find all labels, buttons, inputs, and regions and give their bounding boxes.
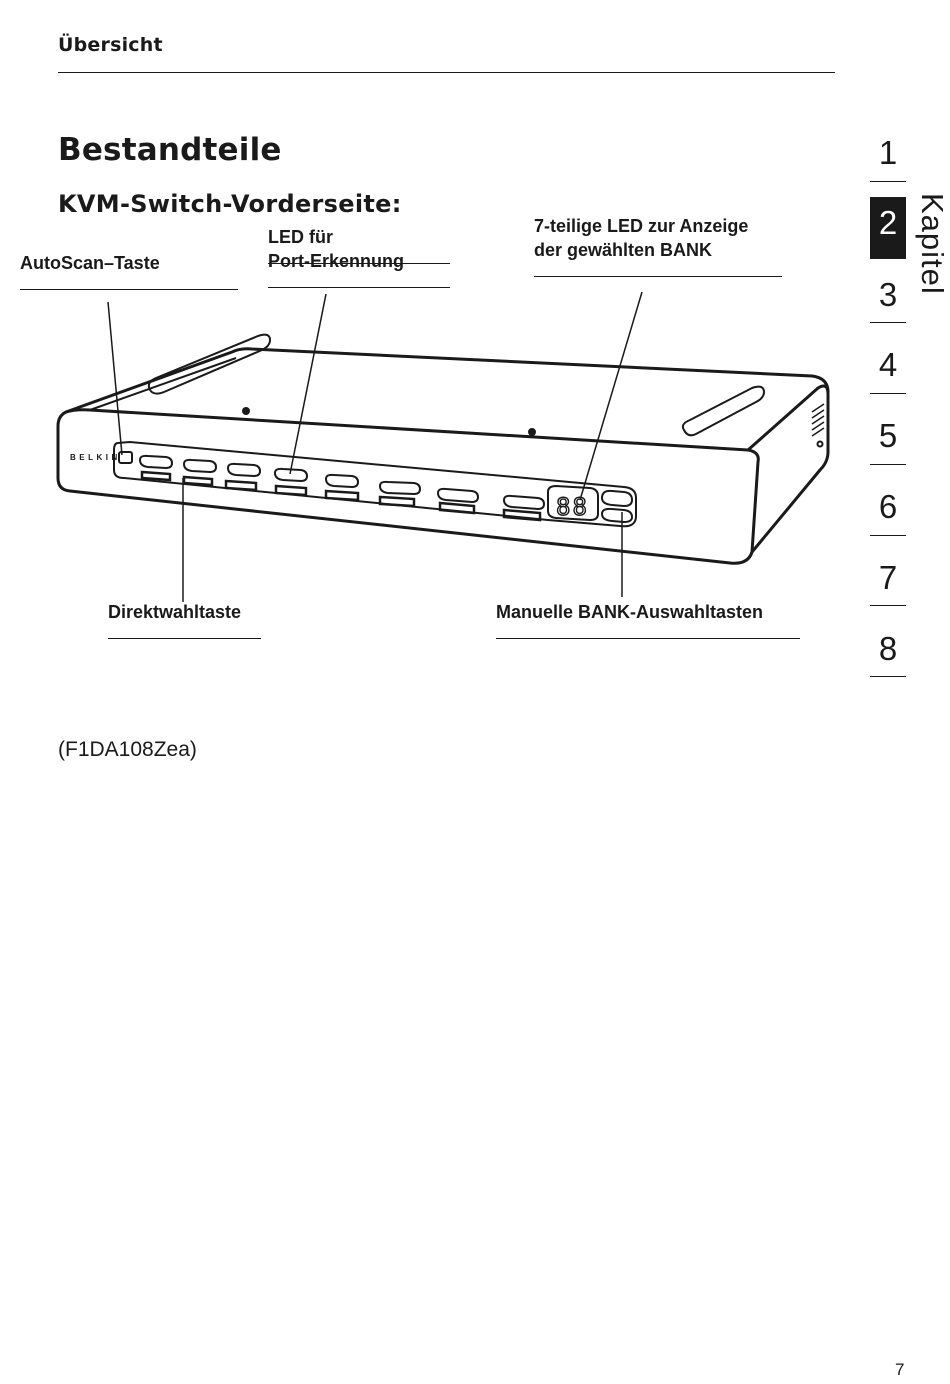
chapter-1[interactable]: 1 (878, 134, 898, 171)
model-number: (F1DA108Zea) (58, 738, 197, 761)
top-face-outline (65, 347, 830, 452)
callout-autoscan: AutoScan–Taste (20, 253, 160, 273)
chapter-5[interactable]: 5 (878, 417, 898, 454)
callout-led-strike (268, 263, 450, 264)
port-led-5 (324, 473, 360, 489)
leader-led (289, 293, 327, 475)
direct-button-4[interactable] (274, 484, 308, 497)
chapter-6[interactable]: 6 (878, 488, 898, 525)
brand-logo: BELKIN (70, 453, 121, 462)
top-slot-left (147, 333, 272, 395)
callout-display-line2: der gewählten BANK (534, 240, 713, 260)
port-led-1 (138, 454, 174, 470)
chapter-8[interactable]: 8 (878, 630, 898, 667)
port-led-6 (378, 480, 422, 496)
chapter-rule (870, 676, 906, 677)
callout-bank: Manuelle BANK-Auswahltasten (496, 602, 764, 622)
chapter-rule (870, 464, 906, 465)
front-face-outline (56, 408, 760, 565)
direct-button-5[interactable] (324, 489, 360, 502)
chapter-2-active[interactable]: 2 (870, 197, 906, 259)
seven-segment-display (547, 484, 599, 522)
chapter-4[interactable]: 4 (878, 346, 898, 383)
control-panel (113, 440, 637, 528)
header-title: Übersicht (58, 34, 163, 56)
bank-up-button[interactable] (600, 489, 634, 508)
chapter-rule (870, 322, 906, 323)
callout-display-rule (534, 276, 782, 277)
callout-led-line2: Port-Erkennung (268, 251, 405, 271)
callout-direct: Direktwahltaste (108, 602, 242, 622)
page-number: 7 (895, 1360, 905, 1379)
autoscan-button[interactable] (118, 451, 133, 464)
callout-led-rule (268, 287, 450, 288)
chapter-rule (870, 181, 906, 182)
chapter-3[interactable]: 3 (878, 276, 898, 313)
callout-led-line1: LED für (268, 227, 333, 247)
port-led-7 (436, 487, 480, 504)
chapter-rule (870, 535, 906, 536)
chapter-label: Kapitel (915, 193, 950, 295)
subsection-title: KVM-Switch-Vorderseite: (58, 190, 402, 218)
chapter-rule (870, 393, 906, 394)
direct-button-1[interactable] (140, 470, 172, 482)
section-title: Bestandteile (58, 132, 282, 168)
direct-button-3[interactable] (224, 479, 258, 492)
direct-button-6[interactable] (378, 495, 416, 508)
direct-button-8[interactable] (502, 508, 542, 522)
direct-button-7[interactable] (438, 501, 476, 515)
port-led-3 (226, 462, 262, 478)
callout-autoscan-rule (20, 289, 238, 290)
direct-button-2[interactable] (182, 475, 214, 487)
leader-autoscan (107, 301, 123, 456)
kvm-switch-illustration: 88 BELKIN (56, 291, 830, 602)
chapter-rule (870, 605, 906, 606)
callout-bank-rule (496, 638, 800, 639)
bank-down-button[interactable] (600, 507, 634, 524)
port-led-2 (182, 458, 218, 474)
leader-display (579, 291, 643, 501)
side-face-outline (747, 384, 830, 553)
display-digits: 88 (556, 493, 589, 521)
header-rule (58, 72, 835, 73)
port-led-4 (273, 467, 309, 483)
port-led-8 (502, 494, 546, 511)
top-slot-right (681, 385, 766, 437)
callout-direct-rule (108, 638, 261, 639)
chapter-7[interactable]: 7 (878, 559, 898, 596)
callout-display-line1: 7-teilige LED zur Anzeige (534, 216, 749, 236)
